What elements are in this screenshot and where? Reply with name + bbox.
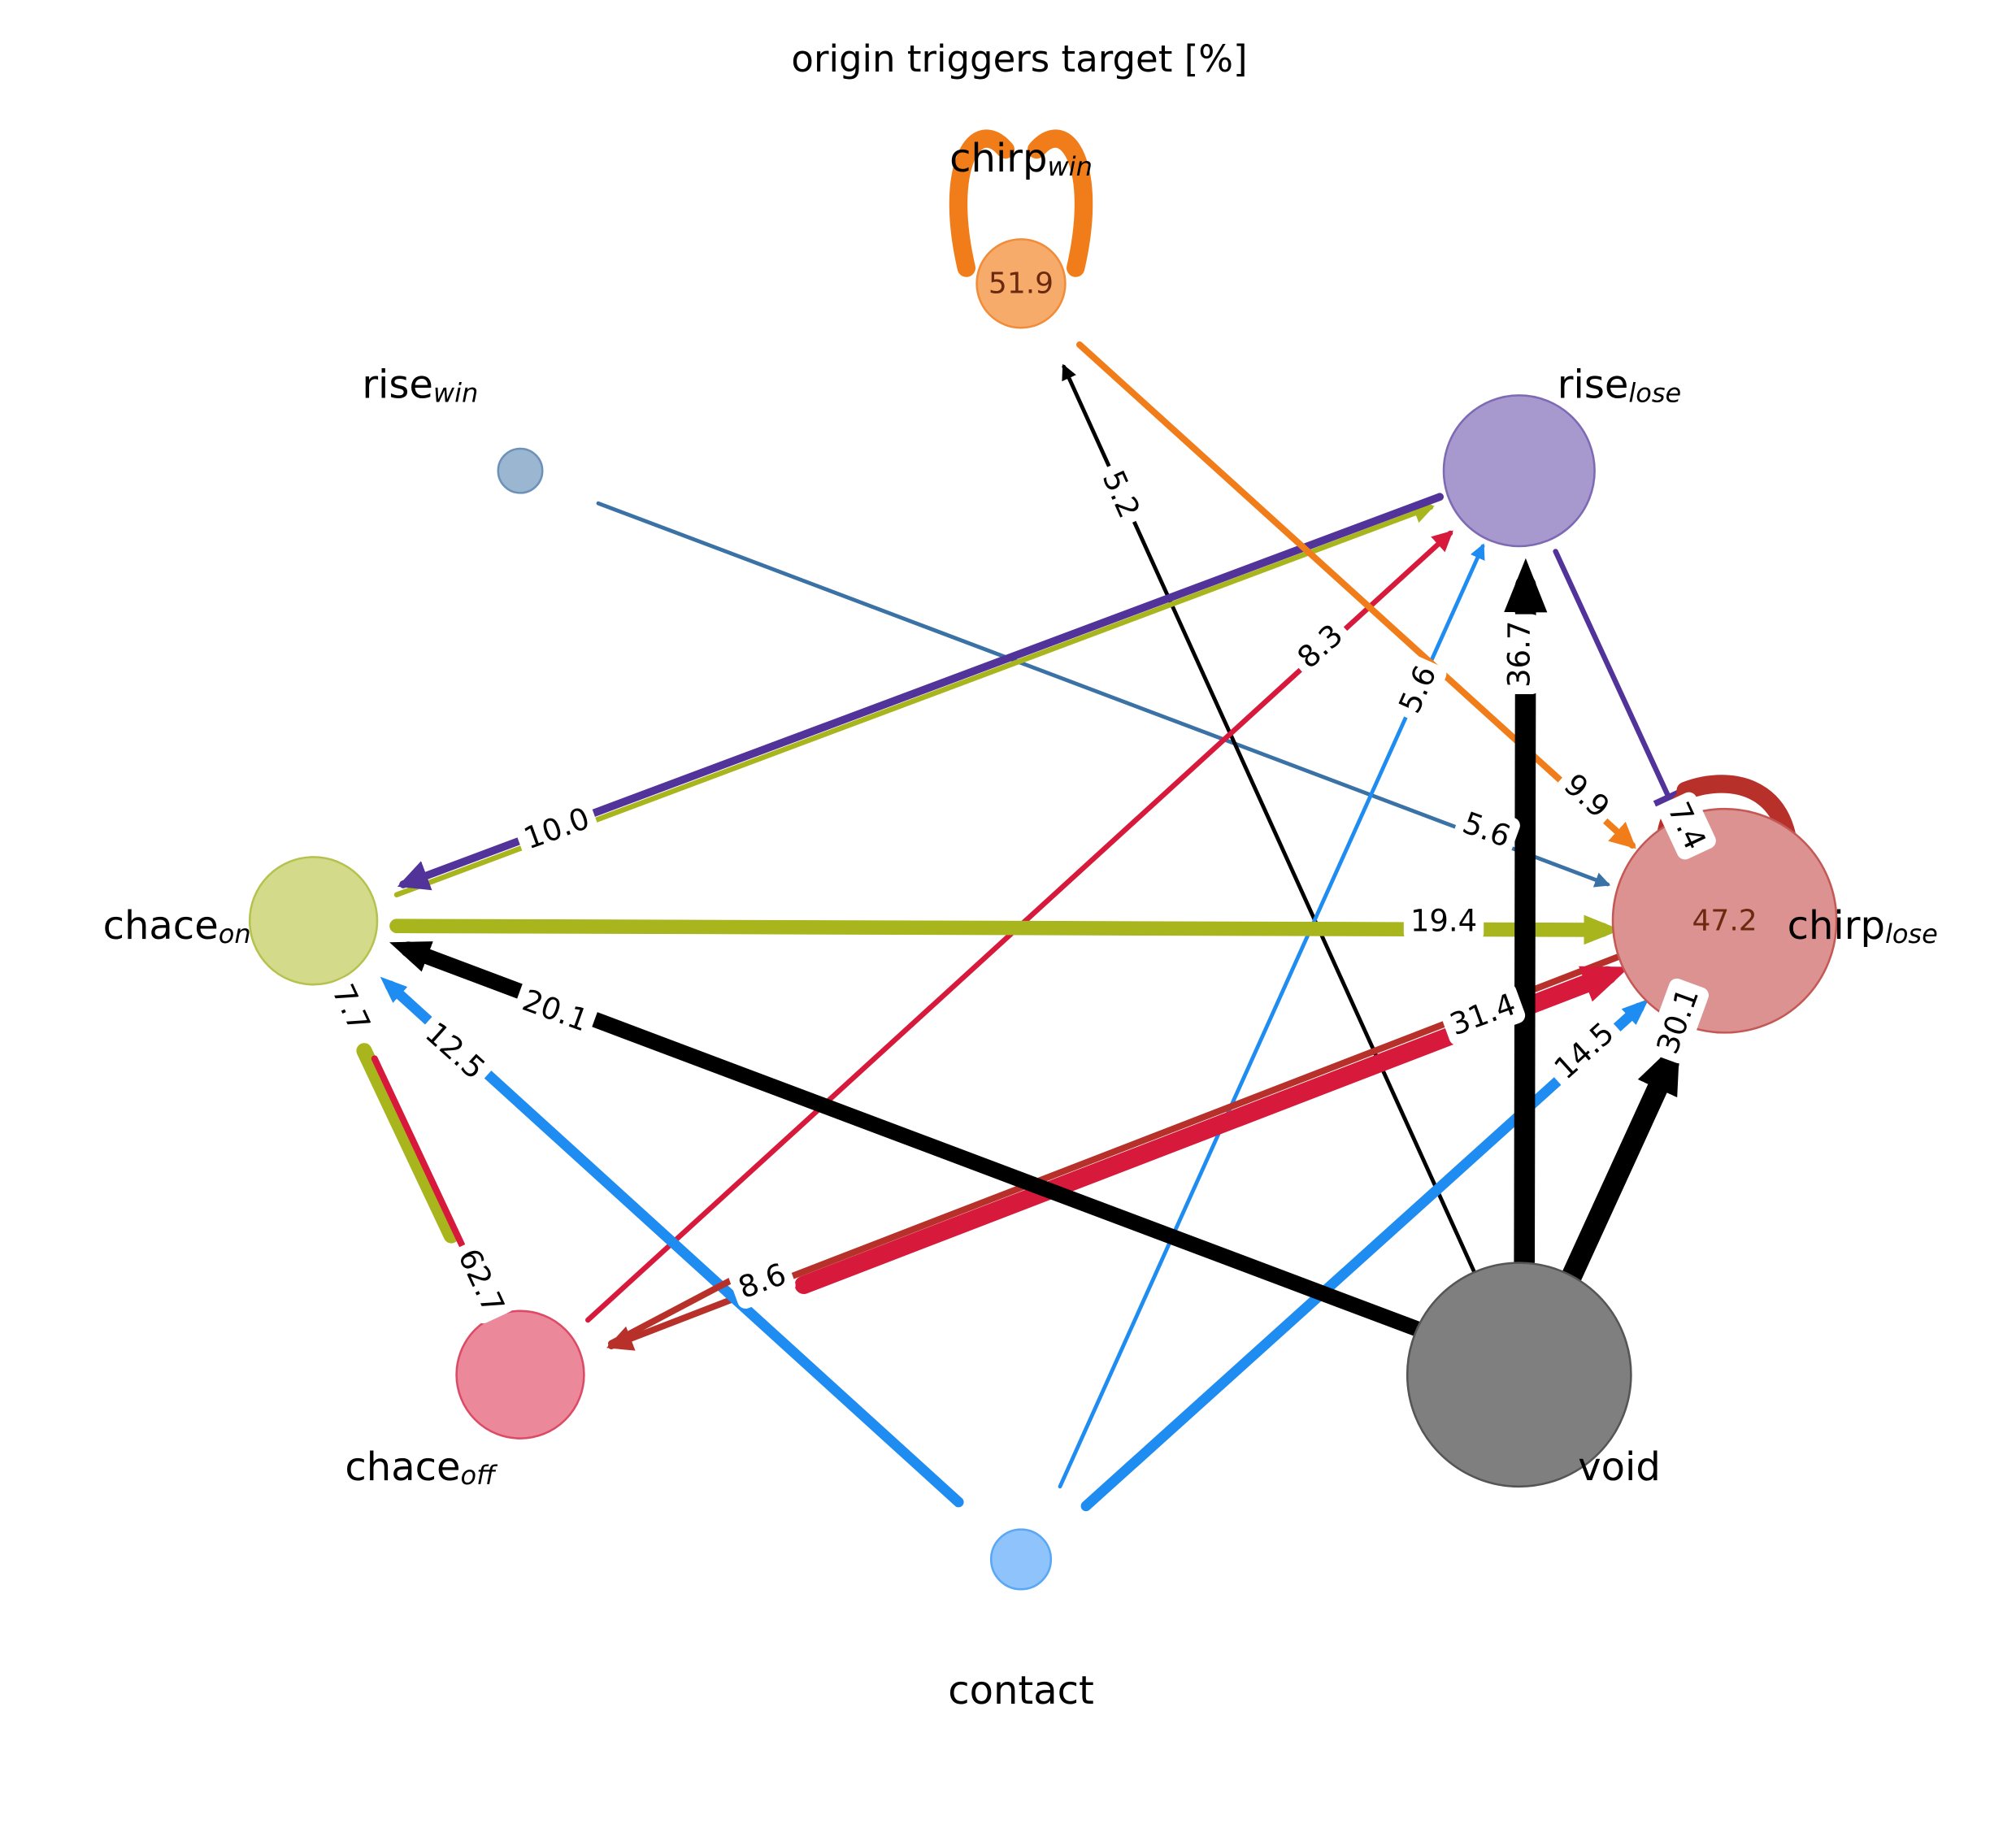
edge-label-background xyxy=(322,974,380,1042)
edge-label-background xyxy=(728,1253,796,1309)
edge-label: 9.9 xyxy=(1553,763,1620,829)
node-label-chace-off: chaceoff xyxy=(345,1444,498,1491)
edge-label-background xyxy=(1440,984,1526,1045)
edge-label: 19.4 xyxy=(1403,900,1484,942)
node-value-label: 51.9 xyxy=(988,267,1054,300)
edge-label-text: 36.7 xyxy=(1501,621,1536,688)
node-label-chirp-win: chirpwin xyxy=(949,136,1093,182)
node-label-rise-win: risewin xyxy=(362,363,478,409)
edge-label-background xyxy=(1544,1012,1625,1090)
node-rise-win xyxy=(497,447,544,494)
chart-title: origin triggers target [%] xyxy=(791,37,1247,80)
edge-label: 5.2 xyxy=(1092,460,1150,528)
edge-label-background xyxy=(1287,614,1353,680)
edge-label: 8.3 xyxy=(1287,614,1353,680)
edge-label-background xyxy=(1498,614,1540,694)
edge-chirp-win-self-loop xyxy=(949,129,1015,277)
edge-labels-layer: 5.65.25.68.310.09.97.419.431.414.512.520… xyxy=(322,460,1716,1324)
node-label-chirp-lose: chirplose xyxy=(1788,903,1938,949)
edge-rise-lose-to-chirp-lose xyxy=(1553,549,1684,807)
node-void xyxy=(1406,1262,1632,1488)
edge-label-text: 19.4 xyxy=(1410,903,1477,938)
node-label-chace-on: chaceon xyxy=(103,903,251,949)
edge-label-background xyxy=(1658,792,1716,860)
edge-rise-win-to-chirp-lose xyxy=(596,501,1611,888)
edge-label: 5.6 xyxy=(1453,801,1520,858)
node-chace-on xyxy=(248,856,379,986)
edge-chace-on-to-chace-off xyxy=(356,1043,459,1244)
edge-label: 10.0 xyxy=(514,797,599,860)
edge-label-background xyxy=(1092,460,1150,528)
edge-label: 5.6 xyxy=(1388,655,1447,723)
edge-label: 31.4 xyxy=(1440,984,1526,1045)
node-value-label: 47.2 xyxy=(1692,904,1757,937)
edge-label: 20.1 xyxy=(513,979,598,1042)
edge-label: 62.7 xyxy=(448,1238,515,1324)
node-label-void: void xyxy=(1578,1444,1661,1490)
node-label-contact: contact xyxy=(948,1668,1094,1713)
edge-label-background xyxy=(1647,978,1709,1064)
edge-label-background xyxy=(514,797,599,860)
edge-chirp-win-self-loop xyxy=(1028,129,1093,277)
edge-chirp-win-to-chirp-lose xyxy=(1076,341,1636,849)
nodes-layer xyxy=(248,238,1838,1591)
edge-label-background xyxy=(1388,655,1447,723)
edge-label-background xyxy=(513,979,598,1042)
edge-label: 7.7 xyxy=(322,974,380,1042)
node-label-rise-lose: riselose xyxy=(1558,363,1681,409)
node-chirp-win xyxy=(975,238,1067,329)
node-chace-off xyxy=(455,1309,585,1440)
edge-void-to-rise-lose xyxy=(1504,558,1548,1272)
node-labels-layer: 51.9 chirpwin riselose 47.2 chirplose void con… xyxy=(103,136,1938,1713)
edge-label-background xyxy=(1553,763,1620,829)
edge-label-background xyxy=(448,1238,515,1324)
node-contact xyxy=(989,1528,1053,1591)
edge-label: 36.7 xyxy=(1498,614,1540,694)
edge-contact-to-chirp-lose xyxy=(1080,998,1649,1512)
edge-label-background xyxy=(415,1012,496,1090)
node-chirp-lose xyxy=(1611,807,1838,1034)
edge-chace-on-to-chirp-lose xyxy=(389,914,1622,945)
edge-chace-off-to-chace-on xyxy=(371,1055,465,1249)
node-rise-lose xyxy=(1442,394,1596,548)
edge-label-background xyxy=(1403,900,1484,942)
edge-label-background xyxy=(1453,801,1520,858)
edge-void-to-chirp-lose xyxy=(1561,1039,1680,1288)
